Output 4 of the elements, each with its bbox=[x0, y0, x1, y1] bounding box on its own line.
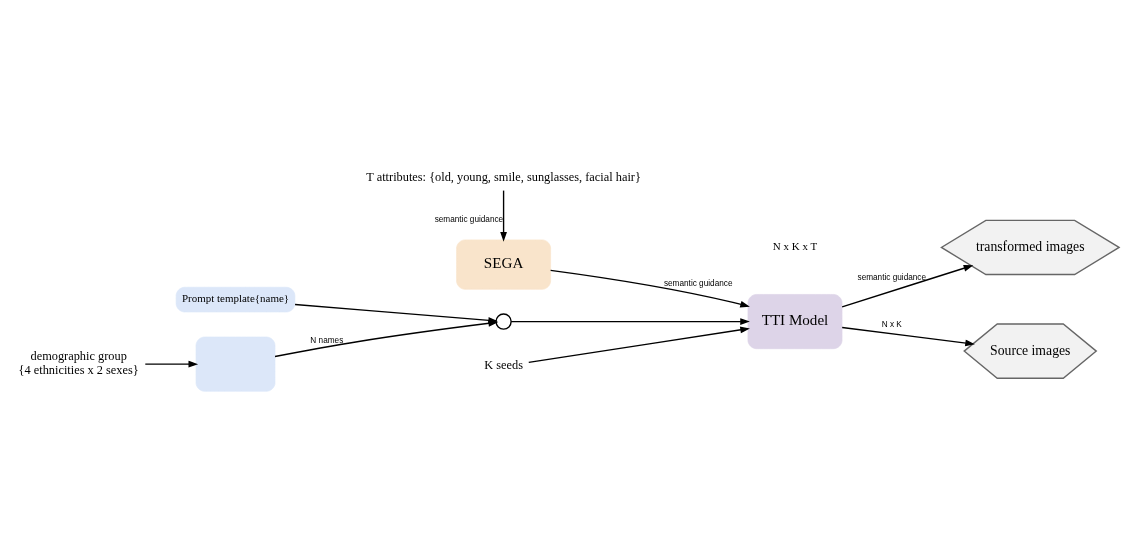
node-text: K seeds bbox=[484, 357, 523, 372]
node-text: demographic group {4 ethnicities x 2 sexes} bbox=[18, 348, 139, 377]
node-text: T attributes: {old, young, smile, sunglasses, facial hair} bbox=[366, 169, 641, 184]
label: N x K x T bbox=[772, 239, 818, 252]
